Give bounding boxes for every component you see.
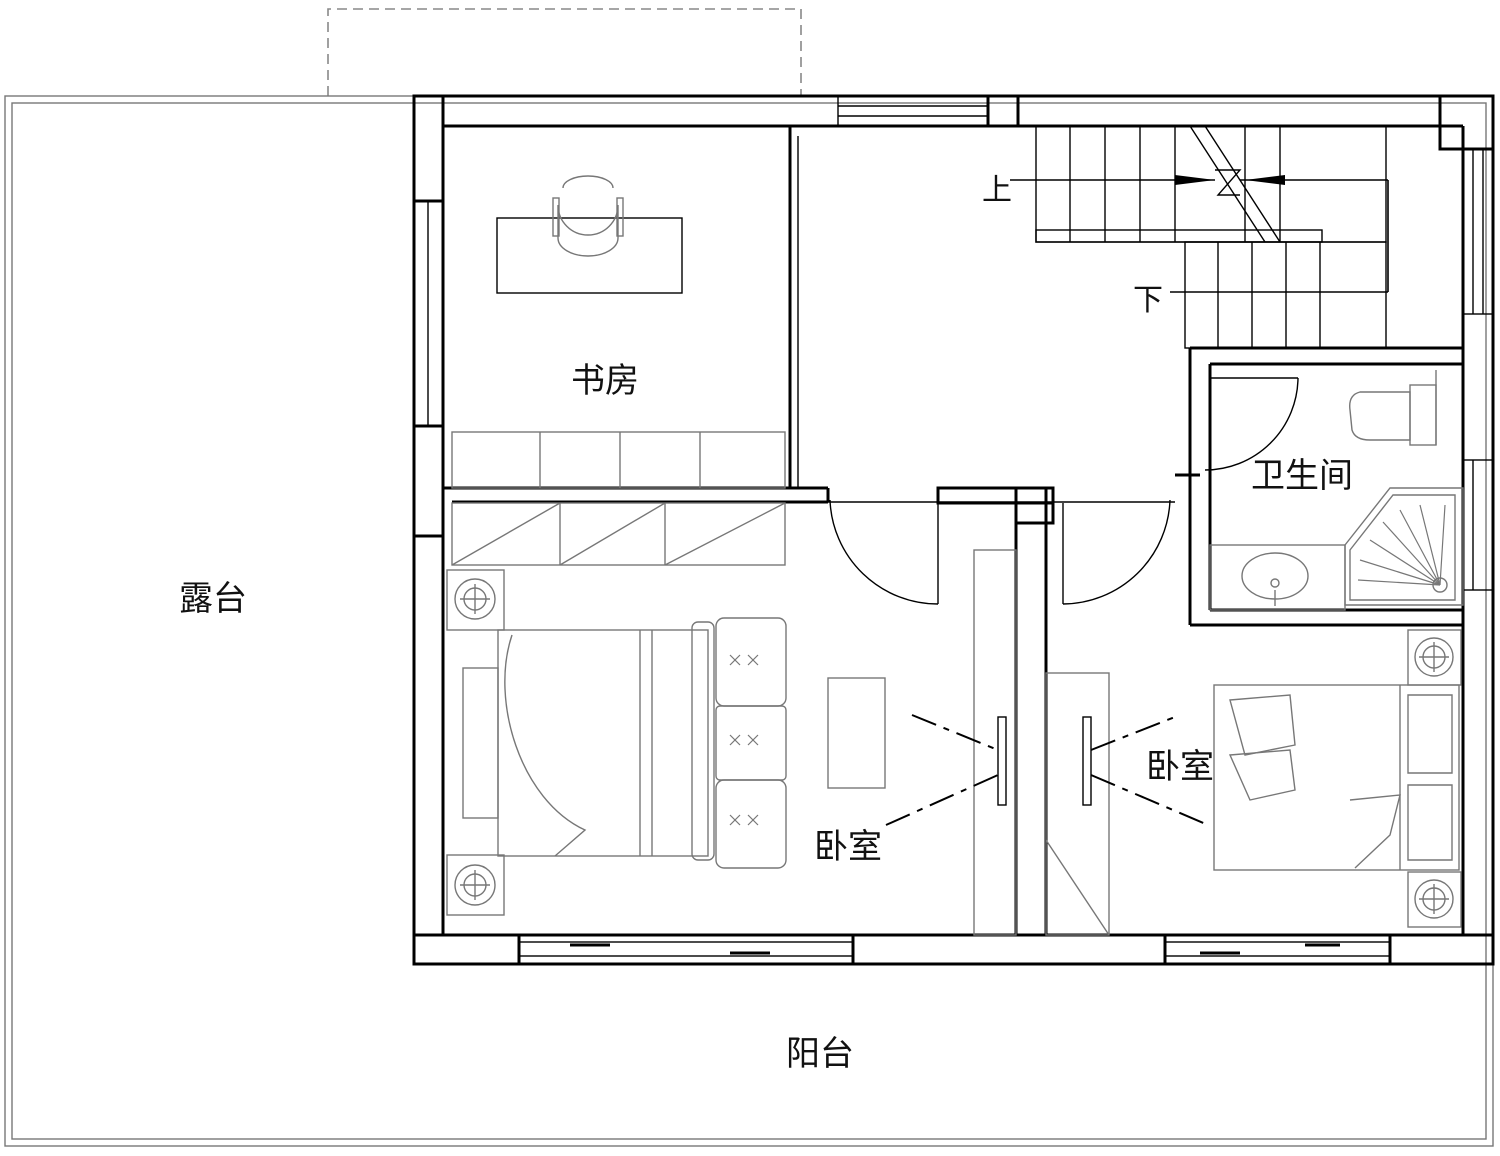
staircase — [1010, 125, 1389, 349]
study-label: 书房 — [571, 361, 639, 401]
stairs-down-label: 下 — [1133, 283, 1163, 318]
windows — [413, 95, 1494, 957]
terrace-outline — [4, 95, 1494, 1147]
left-bedroom-furniture — [446, 502, 1017, 936]
bedroom-right-label: 卧室 — [1146, 747, 1214, 787]
right-bedroom-furniture — [1045, 629, 1462, 936]
bathroom-fixtures — [1209, 370, 1464, 611]
interior-walls — [443, 126, 1463, 935]
door-swings — [829, 377, 1299, 605]
balcony-label: 阳台 — [786, 1034, 854, 1074]
stairs-up-label: 上 — [982, 173, 1012, 208]
bathroom-label: 卫生间 — [1251, 456, 1353, 496]
exterior-walls — [412, 94, 1495, 966]
study-furniture — [451, 175, 786, 489]
terrace-label: 露台 — [179, 579, 247, 619]
bedroom-left-label: 卧室 — [814, 827, 882, 867]
roof-projection-outline — [327, 8, 802, 96]
